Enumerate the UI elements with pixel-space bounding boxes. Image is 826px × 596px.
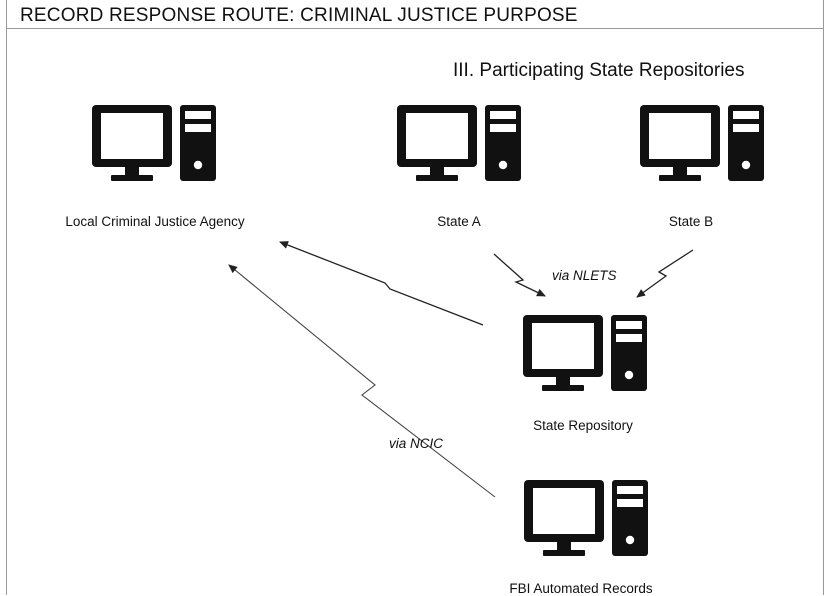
diagram-title: RECORD RESPONSE ROUTE: CRIMINAL JUSTICE … [20,5,578,26]
state-repository-computer-icon [523,315,647,391]
route-state-b-to-repository [636,249,694,298]
route-repository-to-local [279,241,484,326]
section-heading: III. Participating State Repositories [453,60,745,81]
state-b-computer-icon [640,105,764,181]
diagram-frame [6,0,824,595]
state-repository-label: State Repository [533,418,633,433]
state-a-label: State A [437,214,481,229]
fbi-records-computer-icon [524,480,648,556]
route-state-a-to-repository [493,253,546,297]
via-nlets-label: via NLETS [552,268,617,283]
via-ncic-label: via NCIC [389,436,444,451]
fbi-records-label: FBI Automated Records [509,581,653,596]
state-b-label: State B [668,214,714,229]
route-fbi-to-local [228,264,496,498]
state-a-computer-icon [397,105,521,181]
local-agency-computer-icon [92,105,216,181]
local-agency-label: Local Criminal Justice Agency [65,214,245,229]
title-bar: RECORD RESPONSE ROUTE: CRIMINAL JUSTICE … [6,0,824,29]
